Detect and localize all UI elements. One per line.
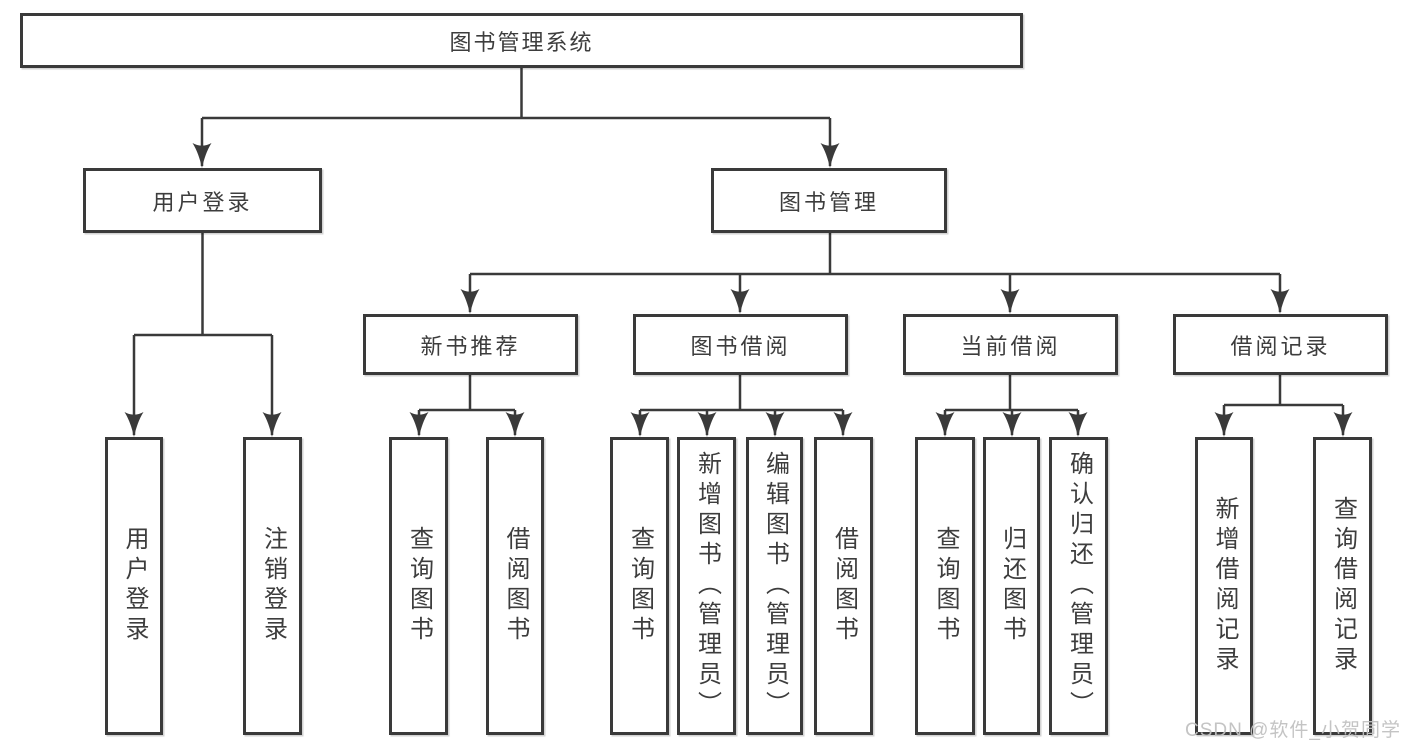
node-borrowing-records: 借阅记录 [1173, 314, 1388, 375]
leaf-label: 借阅图书 [830, 526, 858, 646]
leaf-label: 确认归还（管理员） [1065, 451, 1093, 721]
leaf-logout: 注销登录 [243, 437, 302, 735]
leaf-add-borrow-record: 新增借阅记录 [1195, 437, 1253, 735]
leaf-query-books-recommend: 查询图书 [389, 437, 448, 735]
leaf-label: 新增图书（管理员） [693, 451, 721, 721]
leaf-query-borrow-record: 查询借阅记录 [1313, 437, 1372, 735]
leaf-label: 查询图书 [626, 526, 654, 646]
leaf-label: 用户登录 [121, 526, 148, 646]
leaf-edit-books-admin: 编辑图书（管理员） [746, 437, 803, 735]
leaf-label: 新增借阅记录 [1211, 496, 1238, 676]
leaf-borrow-books-recommend: 借阅图书 [486, 437, 544, 735]
node-user-login: 用户登录 [83, 168, 322, 233]
leaf-user-login: 用户登录 [105, 437, 163, 735]
leaf-label: 归还图书 [998, 526, 1026, 646]
leaf-label: 查询借阅记录 [1329, 496, 1357, 676]
leaf-label: 编辑图书（管理员） [761, 451, 789, 721]
node-new-book-recommend: 新书推荐 [363, 314, 578, 375]
leaf-confirm-return-admin: 确认归还（管理员） [1049, 437, 1108, 735]
leaf-label: 查询图书 [405, 526, 433, 646]
leaf-query-books-current: 查询图书 [915, 437, 975, 735]
node-book-borrowing: 图书借阅 [633, 314, 848, 375]
leaf-query-books-borrowing: 查询图书 [610, 437, 669, 735]
node-library-system: 图书管理系统 [20, 13, 1023, 68]
leaf-label: 查询图书 [932, 526, 959, 646]
leaf-label: 借阅图书 [502, 526, 529, 646]
leaf-label: 注销登录 [259, 526, 287, 646]
csdn-watermark: CSDN @软件_小贺同学 [1185, 720, 1401, 741]
leaf-add-books-admin: 新增图书（管理员） [677, 437, 736, 735]
leaf-borrow-books-borrowing: 借阅图书 [814, 437, 873, 735]
leaf-return-books: 归还图书 [983, 437, 1040, 735]
node-book-management: 图书管理 [711, 168, 947, 233]
node-current-borrowing: 当前借阅 [903, 314, 1118, 375]
